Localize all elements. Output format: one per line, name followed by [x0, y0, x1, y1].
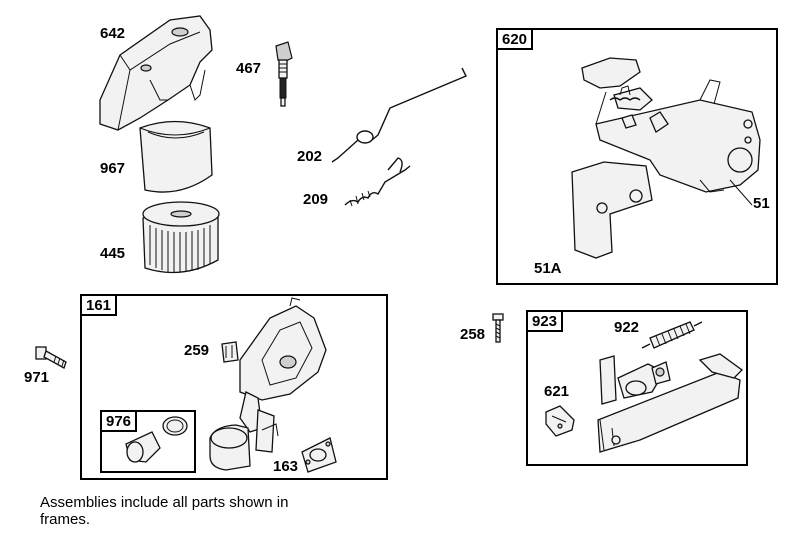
- label-258: 258: [460, 326, 486, 343]
- label-51a: 51A: [534, 260, 562, 277]
- frame-161-tag: 161: [80, 294, 118, 316]
- frame-161: 161: [80, 294, 388, 480]
- screw-258: [492, 313, 504, 343]
- label-163: 163: [273, 458, 299, 475]
- bracket-621: [545, 405, 575, 437]
- label-971: 971: [24, 369, 50, 386]
- frame-976: 976: [100, 410, 196, 473]
- intake-elbow: [209, 297, 327, 471]
- label-642: 642: [100, 25, 126, 42]
- pre-cleaner: [139, 120, 213, 193]
- label-51: 51: [753, 195, 770, 212]
- label-967: 967: [100, 160, 126, 177]
- clip-259: [221, 341, 239, 363]
- frame-976-tag: 976: [100, 410, 138, 432]
- bolt-971: [35, 346, 67, 369]
- spring-922: [641, 321, 703, 349]
- label-259: 259: [184, 342, 210, 359]
- label-209: 209: [303, 191, 329, 208]
- gasket-163: [301, 437, 337, 473]
- footnote: Assemblies include all parts shown in fr…: [40, 494, 289, 528]
- label-202: 202: [297, 148, 323, 165]
- governor-link: [331, 67, 467, 163]
- frame-923: 923: [526, 310, 748, 466]
- label-922: 922: [614, 319, 640, 336]
- label-467: 467: [236, 60, 262, 77]
- frame-620: 620: [496, 28, 778, 285]
- frame-620-tag: 620: [496, 28, 534, 50]
- air-filter: [142, 201, 220, 274]
- spark-plug: [275, 41, 293, 107]
- air-cleaner-cover: [99, 15, 213, 131]
- control-assembly-923: [597, 353, 743, 453]
- nozzle-976: [125, 416, 188, 463]
- frame-923-tag: 923: [526, 310, 564, 332]
- label-445: 445: [100, 245, 126, 262]
- governor-spring: [344, 157, 411, 207]
- control-bracket: [571, 57, 761, 259]
- label-621: 621: [544, 383, 570, 400]
